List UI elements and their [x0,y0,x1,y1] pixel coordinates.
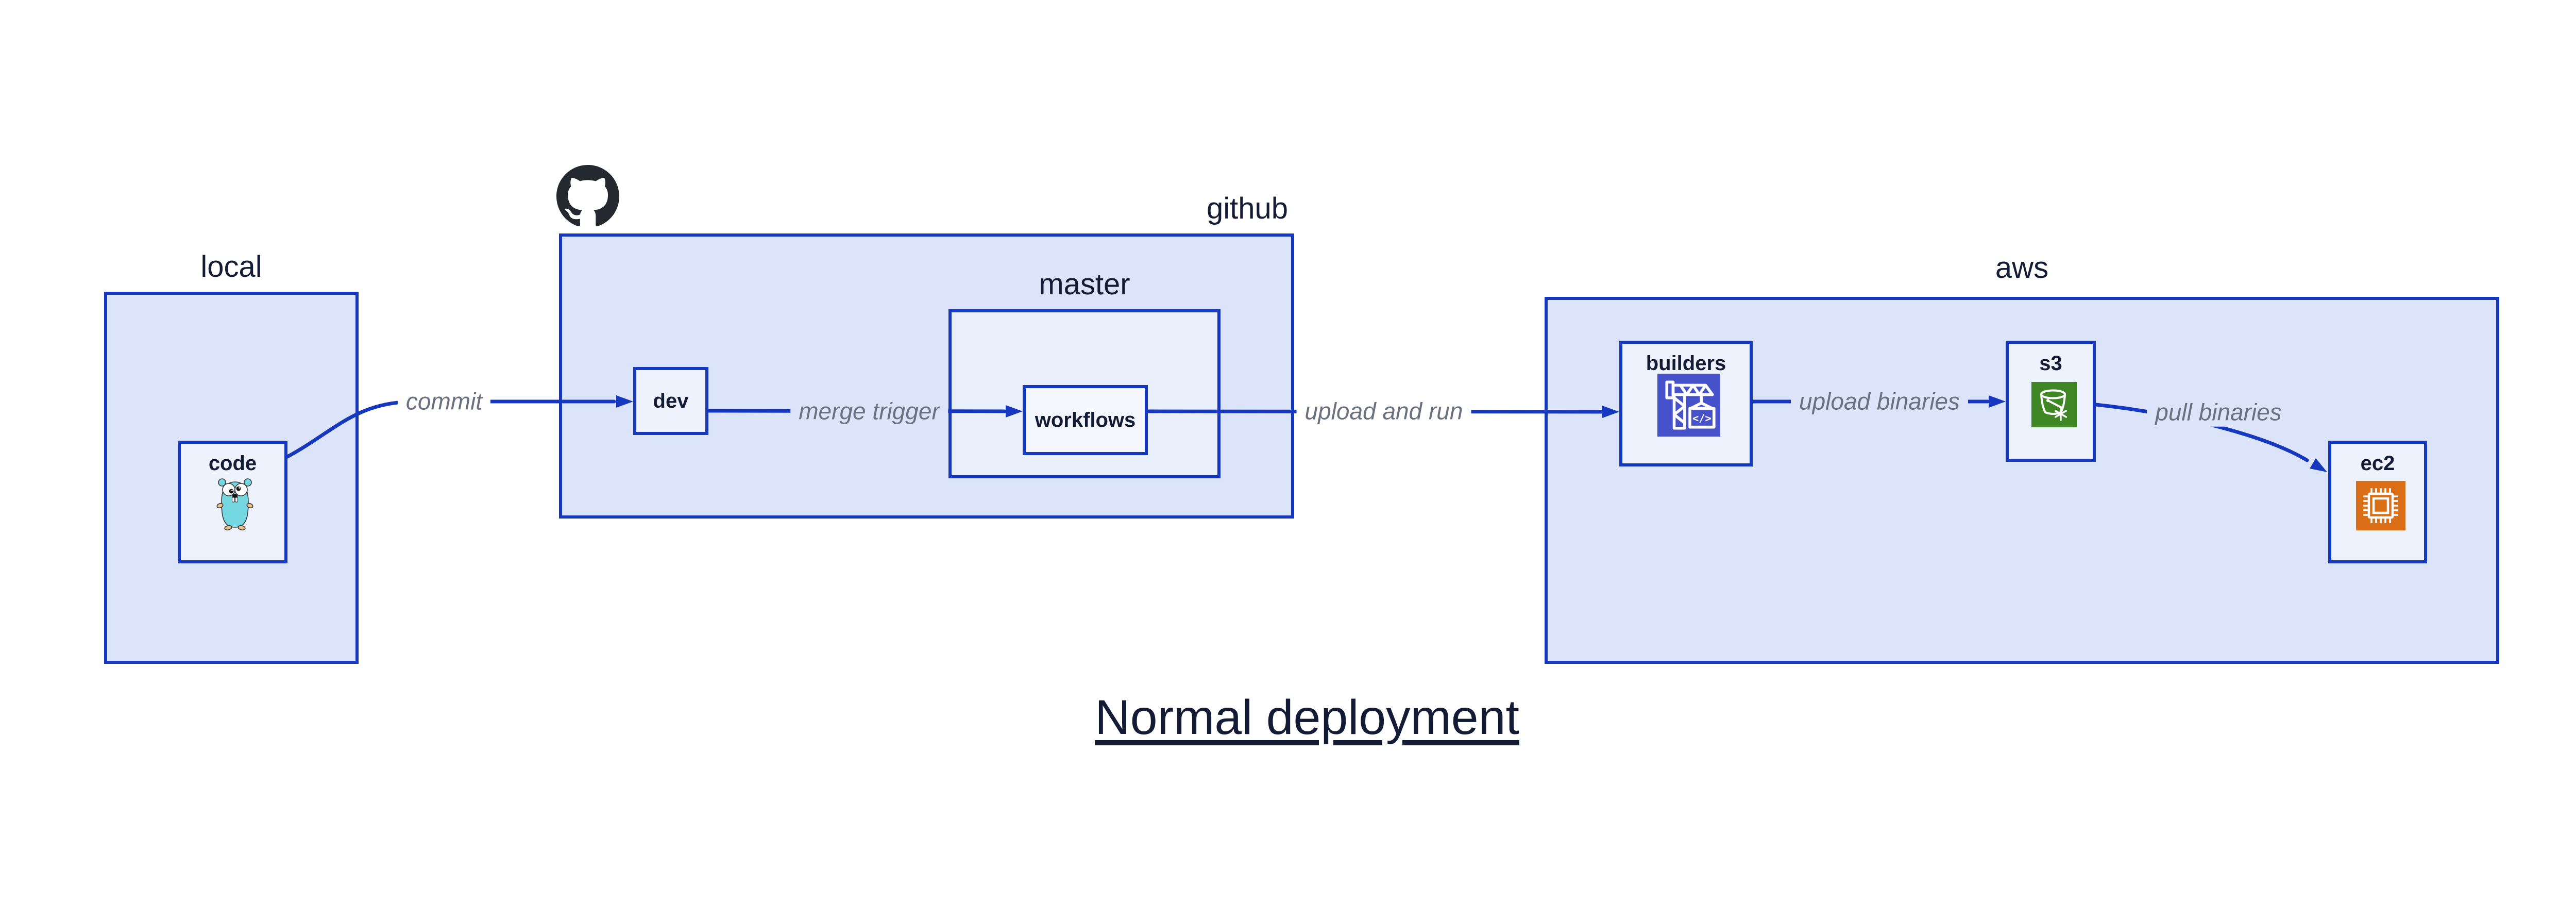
node-label-s3: s3 [2039,352,2062,375]
go-gopher-icon [216,478,253,530]
edge-label-commit: commit [397,387,491,416]
diagram-title: Normal deployment [1095,690,1519,745]
node-code: code [178,441,287,563]
cluster-label-local: local [200,250,262,283]
node-dev: dev [633,367,708,435]
node-s3: s3 [2006,341,2096,462]
edge-label-upload-binaries: upload binaries [1790,387,1969,416]
aws-codebuild-crane-icon: </> [1657,374,1720,437]
aws-ec2-chip-icon [2356,481,2405,530]
node-label-builders: builders [1646,352,1726,375]
github-octocat-icon [556,165,619,226]
node-builders: builders </> [1619,341,1753,466]
node-label-workflows: workflows [1035,408,1136,431]
codebuild-code-glyph: </> [1692,412,1711,425]
cluster-label-github: github [1206,192,1288,225]
cluster-label-master: master [1039,268,1130,301]
node-label-dev: dev [653,389,689,412]
aws-s3-bucket-snowflake-icon [2031,382,2077,427]
node-ec2: ec2 [2328,441,2427,563]
edge-label-merge-trigger: merge trigger [790,397,948,426]
node-label-ec2: ec2 [2360,452,2395,475]
node-workflows: workflows [1023,385,1148,455]
edge-label-pull-binaries: pull binaries [2147,398,2290,427]
node-label-code: code [208,452,257,475]
cluster-label-aws: aws [1995,251,2049,285]
edge-label-upload-and-run: upload and run [1296,397,1471,426]
